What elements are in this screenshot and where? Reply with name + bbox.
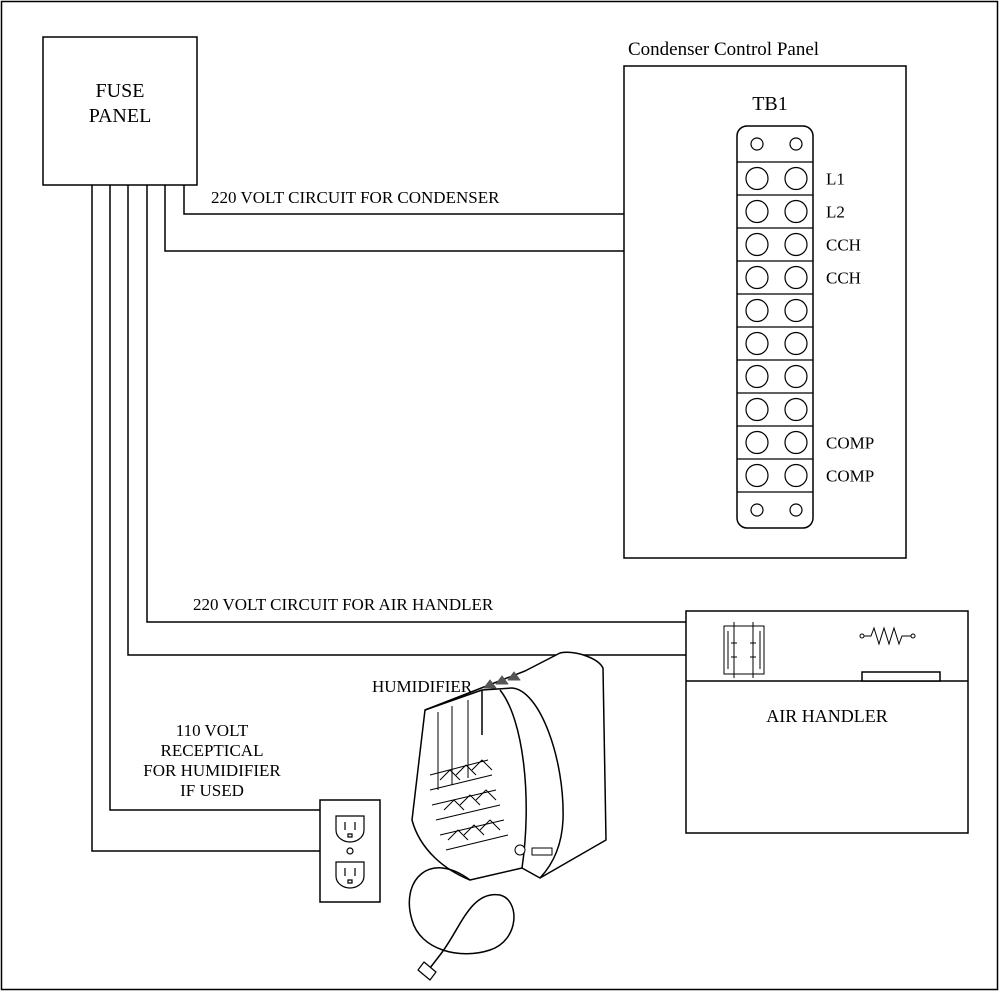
fuse-panel-label-line2: PANEL — [89, 105, 152, 127]
terminal-mount-screw-top-right — [789, 137, 803, 151]
receptacle-label-line4: IF USED — [180, 781, 244, 800]
terminal-screw-left — [745, 397, 769, 422]
terminal-label: CCH — [826, 269, 861, 288]
terminal-label: COMP — [826, 434, 874, 453]
terminal-screw-left — [745, 430, 769, 455]
terminal-screw-left — [745, 331, 769, 356]
wire-receptacle-2 — [91, 185, 320, 852]
terminal-label: L1 — [826, 170, 845, 189]
terminal-screw-right — [784, 199, 808, 224]
condenser-circuit-label: 220 VOLT CIRCUIT FOR CONDENSER — [211, 188, 500, 207]
terminal-screw-right — [784, 463, 808, 488]
air-handler-circuit-label: 220 VOLT CIRCUIT FOR AIR HANDLER — [193, 595, 494, 614]
terminal-screw-right — [784, 331, 808, 356]
air-handler-heater-plate — [861, 671, 941, 682]
receptacle-label-line3: FOR HUMIDIFIER — [143, 761, 281, 780]
terminal-screw-right — [784, 397, 808, 422]
resistor-icon — [859, 626, 916, 646]
terminal-screw-left — [745, 232, 769, 257]
terminal-screw-left — [745, 166, 769, 191]
terminal-screw-right — [784, 430, 808, 455]
humidifier-label: HUMIDIFIER — [372, 677, 473, 696]
terminal-mount-screw-bottom-right — [789, 503, 803, 517]
receptacle-label: 110 VOLT RECEPTICAL FOR HUMIDIFIER IF US… — [143, 721, 281, 800]
air-handler: AIR HANDLER — [685, 610, 969, 834]
air-handler-label: AIR HANDLER — [766, 706, 888, 726]
terminal-screw-right — [784, 232, 808, 257]
terminal-label: L2 — [826, 203, 845, 222]
receptacle-label-line1: 110 VOLT — [176, 721, 249, 740]
terminal-mount-screw-top-left — [750, 137, 764, 151]
terminal-label: CCH — [826, 236, 861, 255]
contactor-icon — [723, 622, 765, 678]
terminal-screw-left — [745, 298, 769, 323]
humidifier-illustration — [408, 651, 607, 981]
wire-air-handler-1 — [146, 185, 686, 623]
fuse-panel-label-line1: FUSE — [96, 80, 145, 102]
wire-air-handler-2 — [127, 185, 686, 656]
duplex-outlet-icon — [319, 799, 381, 903]
condenser-panel-title: Condenser Control Panel — [628, 39, 819, 60]
terminal-mount-screw-bottom-left — [750, 503, 764, 517]
fuse-panel: FUSE PANEL — [42, 36, 198, 186]
terminal-screw-left — [745, 364, 769, 389]
terminal-label: COMP — [826, 467, 874, 486]
wire-receptacle-1 — [109, 185, 320, 811]
terminal-screw-right — [784, 298, 808, 323]
terminal-screw-left — [745, 265, 769, 290]
receptacle-label-line2: RECEPTICAL — [161, 741, 264, 760]
terminal-screw-right — [784, 166, 808, 191]
terminal-screw-right — [784, 265, 808, 290]
terminal-block-label: TB1 — [752, 93, 788, 115]
terminal-screw-left — [745, 199, 769, 224]
terminal-screw-left — [745, 463, 769, 488]
terminal-screw-right — [784, 364, 808, 389]
